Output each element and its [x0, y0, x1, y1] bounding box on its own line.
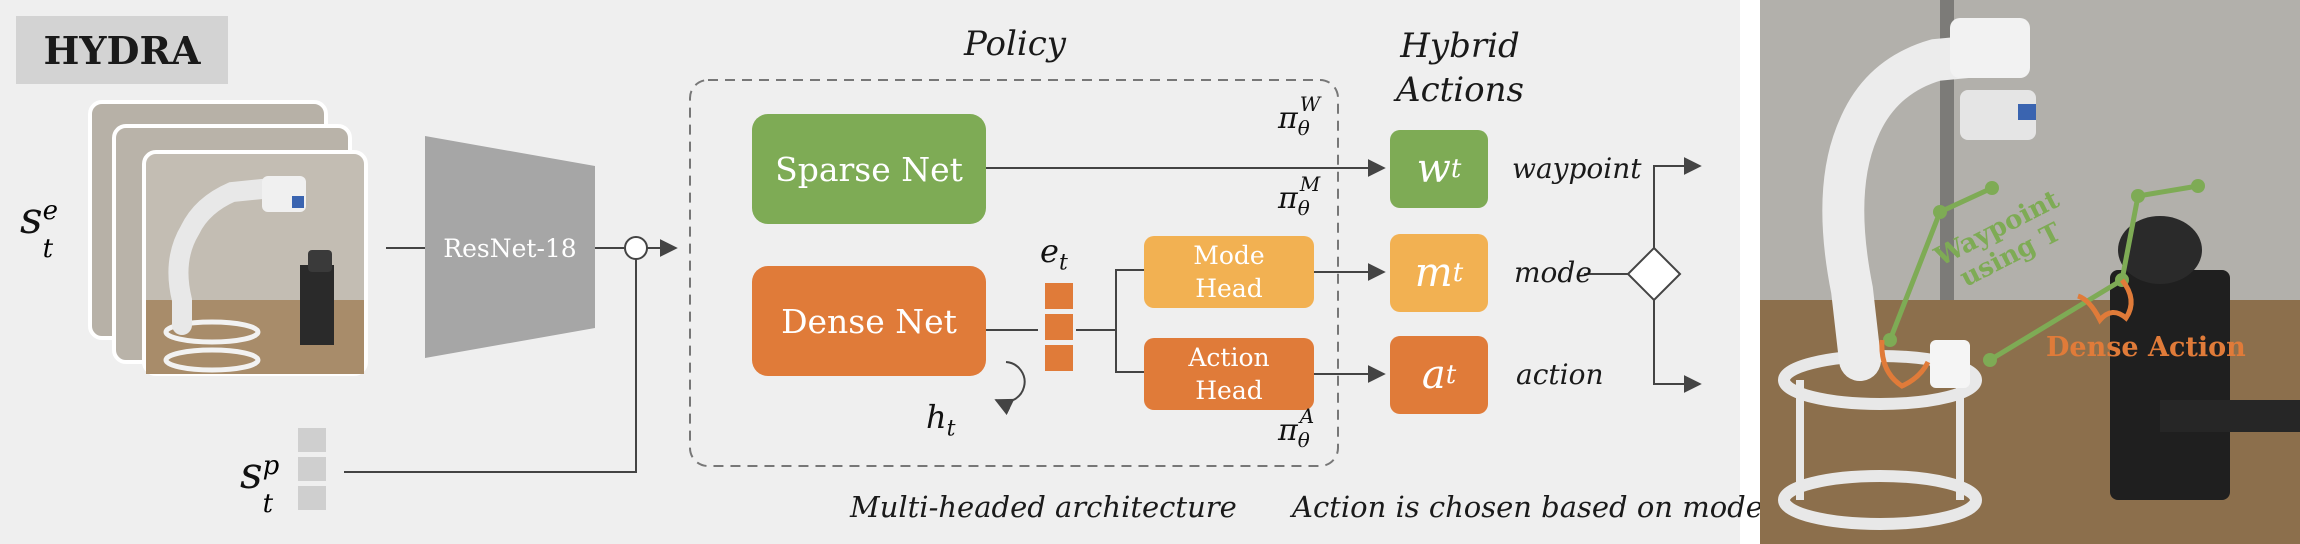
waypoint-label: waypoint	[1512, 152, 1642, 185]
dense-action-path-left	[1879, 339, 1931, 389]
policy-title: Policy	[964, 24, 1066, 64]
coffee-machine	[2110, 270, 2230, 500]
selection-caption: Action is chosen based on mode	[1292, 490, 1763, 524]
proprio-state-label: s p t	[240, 448, 280, 519]
camera-frame-front	[142, 150, 368, 376]
encoder-label: ResNet-18	[443, 233, 577, 263]
dense-action-path-right	[2077, 278, 2134, 325]
policy-box	[689, 79, 1339, 467]
mode-head-block: Mode Head	[1144, 236, 1314, 308]
embedding-cell	[1045, 314, 1073, 340]
recurrent-loop	[994, 361, 1026, 416]
pi-mode-label: πθM	[1278, 172, 1321, 220]
embedding-cell	[1045, 283, 1073, 309]
mode-selector	[1626, 246, 1682, 302]
resnet-encoder-shape	[425, 136, 595, 358]
robot-photo	[1760, 0, 2300, 544]
dense-action-overlay-label: Dense Action	[2046, 332, 2246, 363]
embedding-label: et	[1040, 232, 1068, 276]
dense-net-block: Dense Net	[752, 266, 986, 376]
mode-label: mode	[1514, 256, 1592, 289]
concat-junction	[624, 236, 648, 260]
proprio-vector-cell	[298, 428, 326, 452]
action-label: action	[1516, 358, 1604, 391]
proprio-vector-cell	[298, 486, 326, 510]
pi-waypoint-label: πθW	[1278, 92, 1321, 140]
image-state-label: s e t	[20, 193, 58, 264]
architecture-caption: Multi-headed architecture	[850, 490, 1237, 524]
sparse-net-block: Sparse Net	[752, 114, 986, 224]
diagram-title: HYDRA	[16, 16, 228, 84]
embedding-cell	[1045, 345, 1073, 371]
hybrid-actions-title: Hybrid Actions	[1396, 26, 1524, 110]
action-head-block: Action Head	[1144, 338, 1314, 410]
diagram-connectors	[344, 79, 1702, 473]
waypoint-path-right	[1988, 183, 2199, 363]
hidden-state-label: ht	[926, 398, 956, 442]
pi-action-label: πθA	[1278, 404, 1315, 452]
proprio-vector-cell	[298, 457, 326, 481]
